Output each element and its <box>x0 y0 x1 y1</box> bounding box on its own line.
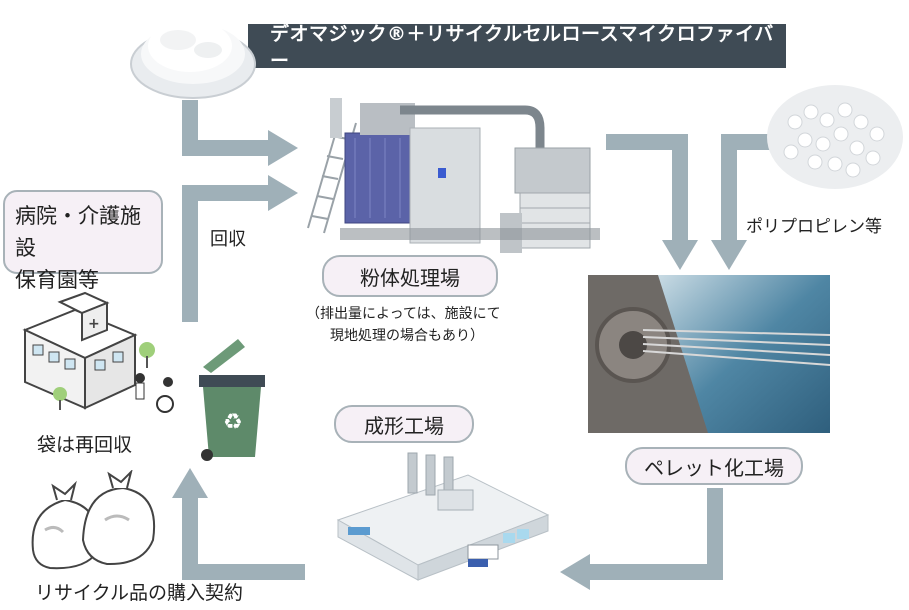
extrusion-photo-icon <box>588 275 830 433</box>
arrow-machine-to-pellet <box>606 134 688 240</box>
powder-plant-label: 粉体処理場 <box>322 255 498 297</box>
bag-recollect-label: 袋は再回収 <box>37 434 133 456</box>
molding-plant-label: 成形工場 <box>334 405 474 443</box>
polypropylene-label: ポリプロピレン等 <box>746 217 882 237</box>
purchase-contract-label: リサイクル品の購入契約 <box>35 582 244 604</box>
arrow-powder-to-machine <box>182 100 268 156</box>
collection-label: 回収 <box>210 229 246 250</box>
arrow-collection-to-machine <box>182 185 268 322</box>
title-banner: デオマジック®＋リサイクルセルロースマイクロファイバー <box>248 23 786 72</box>
arrow-molding-to-bin <box>182 498 305 580</box>
hospital-icon: + <box>22 291 174 413</box>
facilities-line1: 病院・介護施設 <box>15 204 141 260</box>
facilities-box: 病院・介護施設 保育園等 <box>3 190 163 292</box>
plastic-pellets-icon <box>767 85 903 189</box>
pellet-plant-label: ペレット化工場 <box>625 447 803 485</box>
svg-text:+: + <box>88 316 100 332</box>
recycle-bin-icon: ♻ <box>199 339 265 461</box>
factory-icon <box>336 452 550 581</box>
powder-plant-note-line1: （排出量によっては、施設にて <box>306 306 501 322</box>
powder-bowl-icon <box>130 20 256 99</box>
powder-plant-note-line2: 現地処理の場合もあり） <box>330 328 484 344</box>
garbage-bags-icon <box>31 470 156 570</box>
svg-text:♻: ♻ <box>223 410 243 435</box>
processing-machine-icon <box>307 98 600 253</box>
arrow-pellet-to-molding <box>590 488 723 580</box>
facilities-line2: 保育園等 <box>15 268 99 292</box>
arrow-pp-to-pellet <box>721 134 770 240</box>
